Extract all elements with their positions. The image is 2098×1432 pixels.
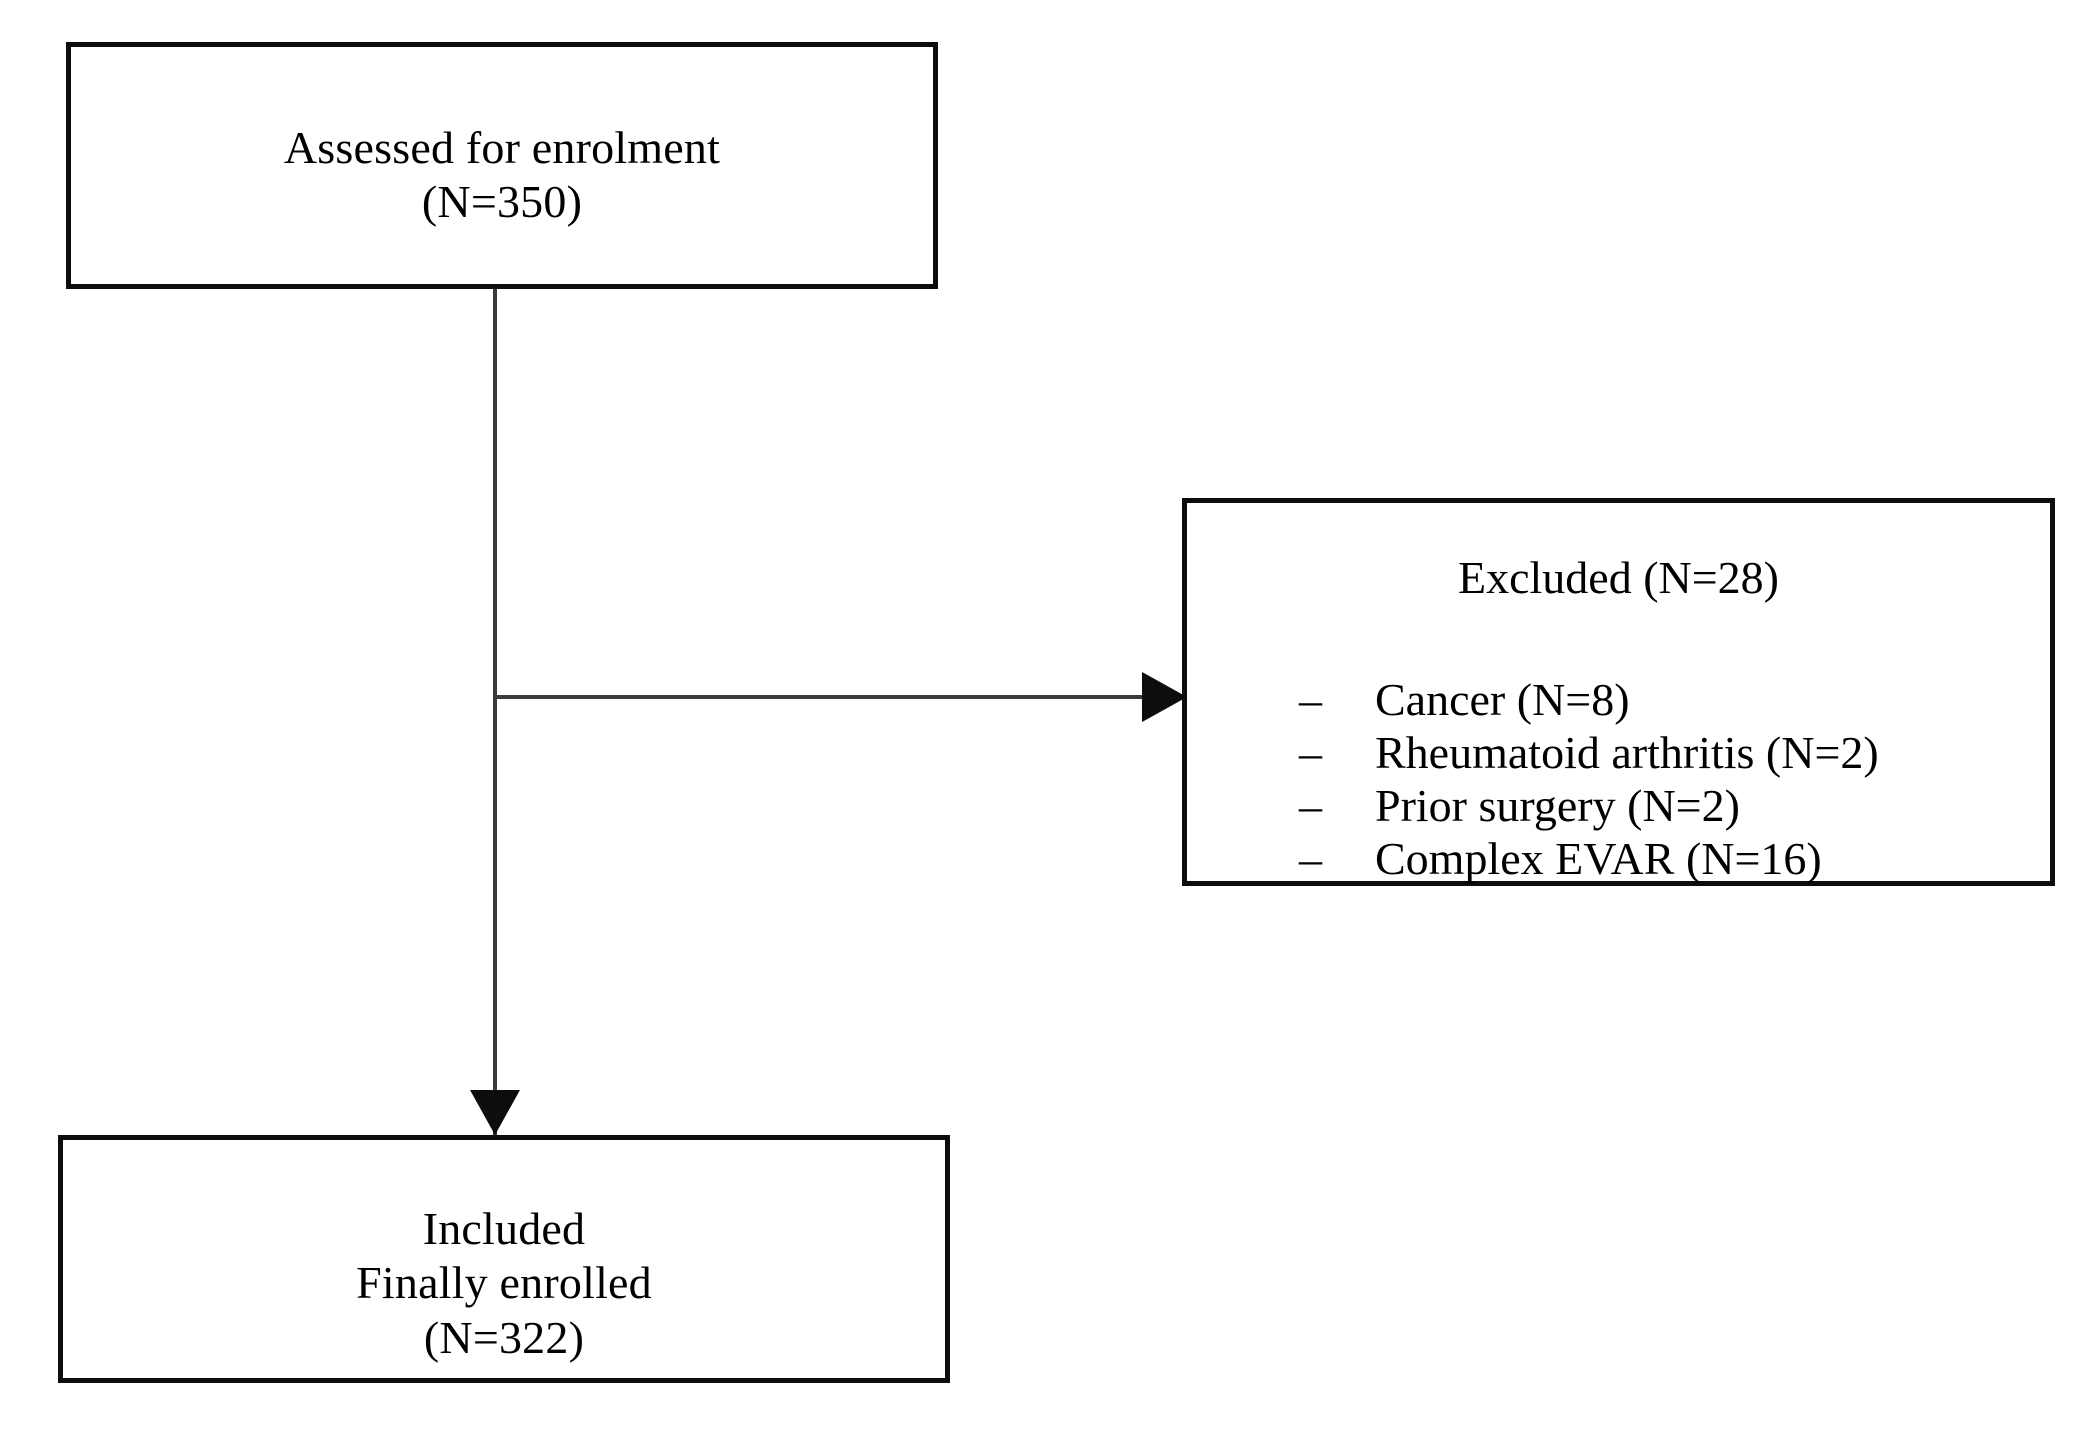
included-line-3: (N=322) <box>423 1311 585 1363</box>
excluded-title: Excluded (N=28) <box>1457 552 1779 603</box>
connector-vertical-trunk <box>493 289 497 1149</box>
dash-marker-icon: – <box>1299 833 1322 884</box>
arrow-down-icon <box>470 1090 520 1135</box>
dash-marker-icon: – <box>1299 727 1322 778</box>
excluded-item-label: Complex EVAR (N=16) <box>1375 833 1822 884</box>
excluded-reason-list: – Cancer (N=8) – Rheumatoid arthritis (N… <box>1299 673 1879 885</box>
node-included-finally-enrolled: Included Finally enrolled (N=322) <box>58 1135 950 1383</box>
list-item: – Cancer (N=8) <box>1299 673 1879 726</box>
connector-branch-to-excluded <box>495 695 1150 699</box>
included-line-1: Included <box>422 1203 586 1254</box>
dash-marker-icon: – <box>1299 674 1322 725</box>
assessed-text-block: Assessed for enrolment (N=350) <box>71 121 933 230</box>
dash-marker-icon: – <box>1299 780 1322 831</box>
excluded-item-label: Rheumatoid arthritis (N=2) <box>1375 727 1879 778</box>
assessed-line-1: Assessed for enrolment <box>283 122 721 173</box>
node-assessed-for-enrolment: Assessed for enrolment (N=350) <box>66 42 938 289</box>
included-text-block: Included Finally enrolled (N=322) <box>63 1202 945 1365</box>
arrow-right-icon <box>1142 672 1187 722</box>
list-item: – Rheumatoid arthritis (N=2) <box>1299 726 1879 779</box>
list-item: – Prior surgery (N=2) <box>1299 779 1879 832</box>
list-item: – Complex EVAR (N=16) <box>1299 832 1879 885</box>
included-line-2: Finally enrolled <box>356 1257 652 1309</box>
assessed-line-2: (N=350) <box>421 176 583 228</box>
excluded-item-label: Prior surgery (N=2) <box>1375 780 1740 831</box>
excluded-item-label: Cancer (N=8) <box>1375 674 1630 725</box>
node-excluded: Excluded (N=28) – Cancer (N=8) – Rheumat… <box>1182 498 2055 886</box>
